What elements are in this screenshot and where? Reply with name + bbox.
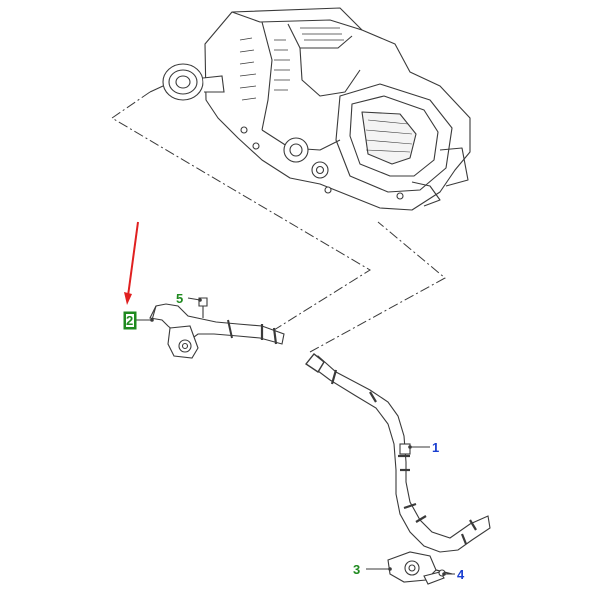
callout-3-label: 3	[353, 562, 360, 577]
red-pointer-arrow	[124, 221, 139, 305]
hvac-unit	[204, 7, 471, 211]
hose-part-2	[149, 297, 285, 359]
routing-dash-line	[111, 91, 446, 353]
callout-5: 5	[176, 291, 202, 306]
callout-1: 1	[408, 440, 439, 455]
callout-4-label: 4	[457, 567, 465, 582]
callout-4: 4	[442, 567, 465, 582]
callout-1-label: 1	[432, 440, 439, 455]
hose-part-1	[304, 353, 491, 553]
callout-2-label: 2	[126, 313, 133, 328]
callout-5-label: 5	[176, 291, 183, 306]
hvac-inlet-port	[149, 63, 225, 101]
callout-3: 3	[353, 562, 392, 577]
callout-2: 2	[123, 311, 154, 330]
